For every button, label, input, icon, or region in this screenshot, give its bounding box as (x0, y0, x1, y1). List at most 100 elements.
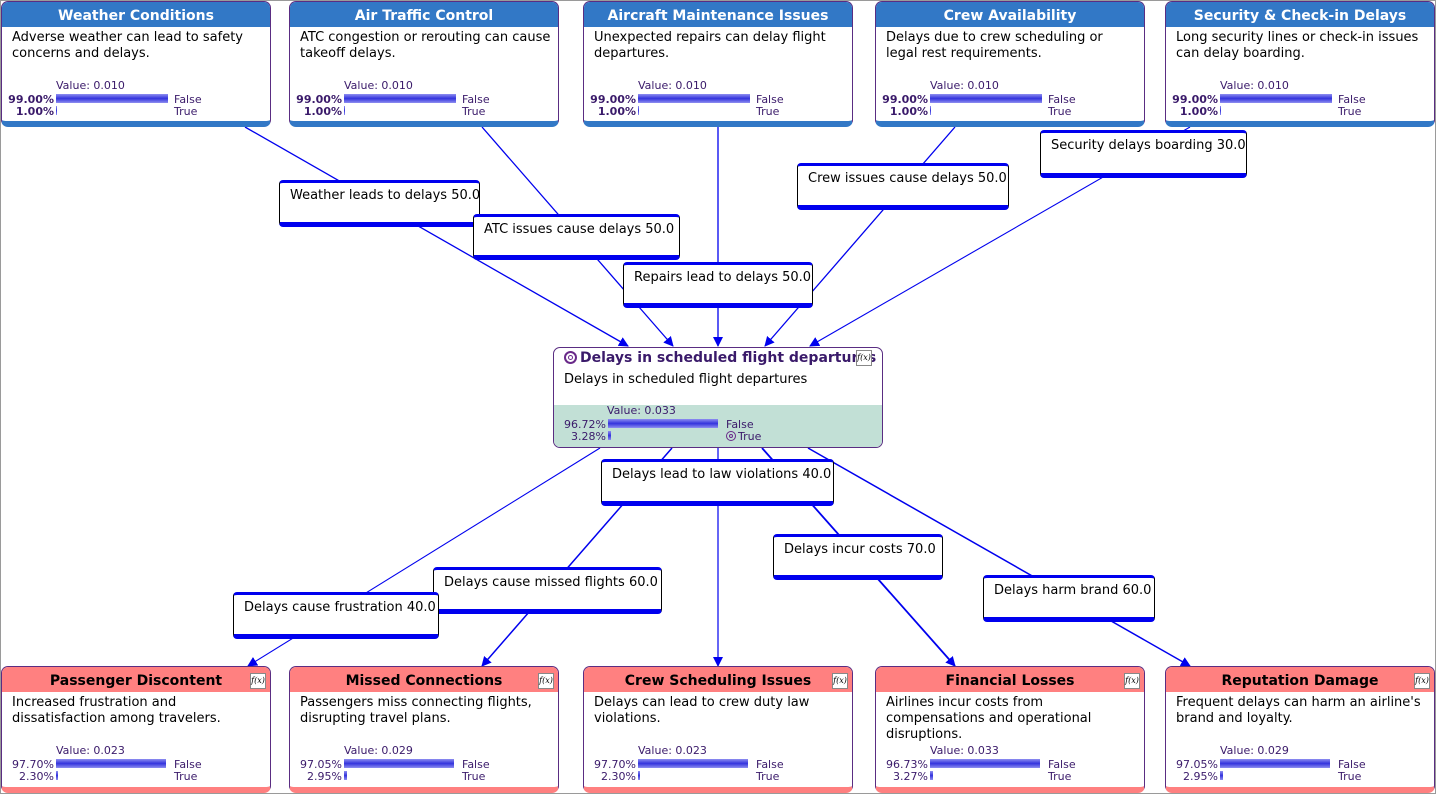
state-false: False (1338, 93, 1366, 106)
prob-true: 2.95% (1183, 770, 1218, 783)
state-false: False (726, 418, 754, 431)
node-description: Long security lines or check-in issues c… (1176, 30, 1419, 61)
node-title: Weather Conditions (2, 2, 270, 27)
edge-label-missed[interactable]: Delays cause missed flights 60.0 (433, 567, 662, 614)
node-title: Passenger Discontent (2, 667, 270, 692)
bar-true (344, 771, 347, 780)
node-title: Aircraft Maintenance Issues (584, 2, 852, 27)
node-weather-conditions[interactable]: Weather Conditions Adverse weather can l… (1, 1, 271, 127)
node-description: Adverse weather can lead to safety conce… (12, 30, 243, 61)
edge-label-law[interactable]: Delays lead to law violations 40.0 (601, 459, 834, 506)
bar-true (638, 106, 639, 115)
state-false: False (174, 758, 202, 771)
edge-label-frustration[interactable]: Delays cause frustration 40.0 (233, 592, 439, 639)
bar-true (930, 771, 933, 780)
prob-true: 1.00% (15, 105, 54, 118)
edge-label-repairs[interactable]: Repairs lead to delays 50.0 (623, 262, 813, 308)
prob-true: 3.28% (571, 430, 606, 443)
function-icon[interactable]: f(x) (1124, 673, 1140, 689)
prob-true: 2.30% (601, 770, 636, 783)
function-icon[interactable]: f(x) (832, 673, 848, 689)
node-title: Missed Connections (290, 667, 558, 692)
state-true: True (756, 770, 780, 783)
prob-false: 96.72% (564, 418, 606, 431)
node-value: Value: 0.033 (930, 744, 999, 757)
edge-label-weather[interactable]: Weather leads to delays 50.0 (279, 180, 480, 227)
bar-true (638, 771, 640, 780)
state-true: True (726, 430, 761, 443)
function-icon[interactable]: f(x) (856, 350, 872, 366)
bar-true (1220, 771, 1223, 780)
prob-false: 99.00% (296, 93, 342, 106)
edge-label-atc[interactable]: ATC issues cause delays 50.0 (473, 214, 680, 260)
node-title: Crew Availability (876, 2, 1144, 27)
target-title: Delays in scheduled flight departures (564, 350, 876, 366)
node-value: Value: 0.010 (1220, 79, 1289, 92)
node-description: Delays in scheduled flight departures (564, 372, 808, 387)
edge-label-costs[interactable]: Delays incur costs 70.0 (773, 534, 943, 580)
node-description: Delays due to crew scheduling or legal r… (886, 30, 1103, 61)
bar-false (344, 759, 454, 768)
target-state-icon (726, 431, 736, 441)
node-value: Value: 0.010 (56, 79, 125, 92)
node-aircraft-maintenance[interactable]: Aircraft Maintenance Issues Unexpected r… (583, 1, 853, 127)
node-missed-connections[interactable]: Missed Connections f(x) Passengers miss … (289, 666, 559, 793)
bar-false (56, 94, 168, 103)
bar-false (1220, 94, 1332, 103)
function-icon[interactable]: f(x) (538, 673, 554, 689)
node-description: Frequent delays can harm an airline's br… (1176, 695, 1421, 726)
node-air-traffic-control[interactable]: Air Traffic Control ATC congestion or re… (289, 1, 559, 127)
bar-true (930, 106, 931, 115)
prob-false: 97.70% (594, 758, 636, 771)
node-title: Crew Scheduling Issues (584, 667, 852, 692)
bar-true (344, 106, 345, 115)
edge-brand[interactable] (807, 447, 1191, 667)
edge-label-security[interactable]: Security delays boarding 30.0 (1040, 130, 1247, 178)
bar-false (638, 94, 750, 103)
state-true: True (174, 770, 198, 783)
state-false: False (756, 93, 784, 106)
node-reputation-damage[interactable]: Reputation Damage f(x) Frequent delays c… (1165, 666, 1435, 793)
bar-false (344, 94, 456, 103)
bar-false (930, 759, 1040, 768)
edge-label-brand[interactable]: Delays harm brand 60.0 (983, 575, 1155, 622)
node-value: Value: 0.010 (638, 79, 707, 92)
node-description: Airlines incur costs from compensations … (886, 695, 1092, 742)
node-value: Value: 0.023 (638, 744, 707, 757)
node-title: Financial Losses (876, 667, 1144, 692)
function-icon[interactable]: f(x) (1414, 673, 1430, 689)
bar-false (638, 759, 748, 768)
prob-false: 99.00% (1172, 93, 1218, 106)
node-title: Reputation Damage (1166, 667, 1434, 692)
node-security-checkin[interactable]: Security & Check-in Delays Long security… (1165, 1, 1435, 127)
edge-crew[interactable] (764, 126, 956, 347)
node-flight-delays-target[interactable]: Delays in scheduled flight departures f(… (553, 347, 883, 448)
state-true: True (1048, 770, 1072, 783)
prob-true: 1.00% (1179, 105, 1218, 118)
bar-false (1220, 759, 1330, 768)
prob-false: 97.05% (1176, 758, 1218, 771)
node-passenger-discontent[interactable]: Passenger Discontent f(x) Increased frus… (1, 666, 271, 793)
state-true: True (756, 105, 780, 118)
node-description: ATC congestion or rerouting can cause ta… (300, 30, 551, 61)
prob-false: 97.70% (12, 758, 54, 771)
state-false: False (462, 758, 490, 771)
prob-true: 2.30% (19, 770, 54, 783)
node-financial-losses[interactable]: Financial Losses f(x) Airlines incur cos… (875, 666, 1145, 793)
bar-true (1220, 106, 1221, 115)
state-true: True (462, 105, 486, 118)
node-crew-availability[interactable]: Crew Availability Delays due to crew sch… (875, 1, 1145, 127)
node-value: Value: 0.029 (1220, 744, 1289, 757)
prob-false: 97.05% (300, 758, 342, 771)
state-false: False (174, 93, 202, 106)
function-icon[interactable]: f(x) (250, 673, 266, 689)
node-title: Air Traffic Control (290, 2, 558, 27)
node-crew-scheduling[interactable]: Crew Scheduling Issues f(x) Delays can l… (583, 666, 853, 793)
node-value: Value: 0.033 (607, 404, 676, 417)
state-true-text: True (738, 430, 762, 443)
bar-true (56, 771, 58, 780)
prob-false: 99.00% (882, 93, 928, 106)
node-value: Value: 0.010 (930, 79, 999, 92)
edge-label-crew[interactable]: Crew issues cause delays 50.0 (797, 163, 1009, 210)
edge-weather[interactable] (244, 126, 629, 347)
